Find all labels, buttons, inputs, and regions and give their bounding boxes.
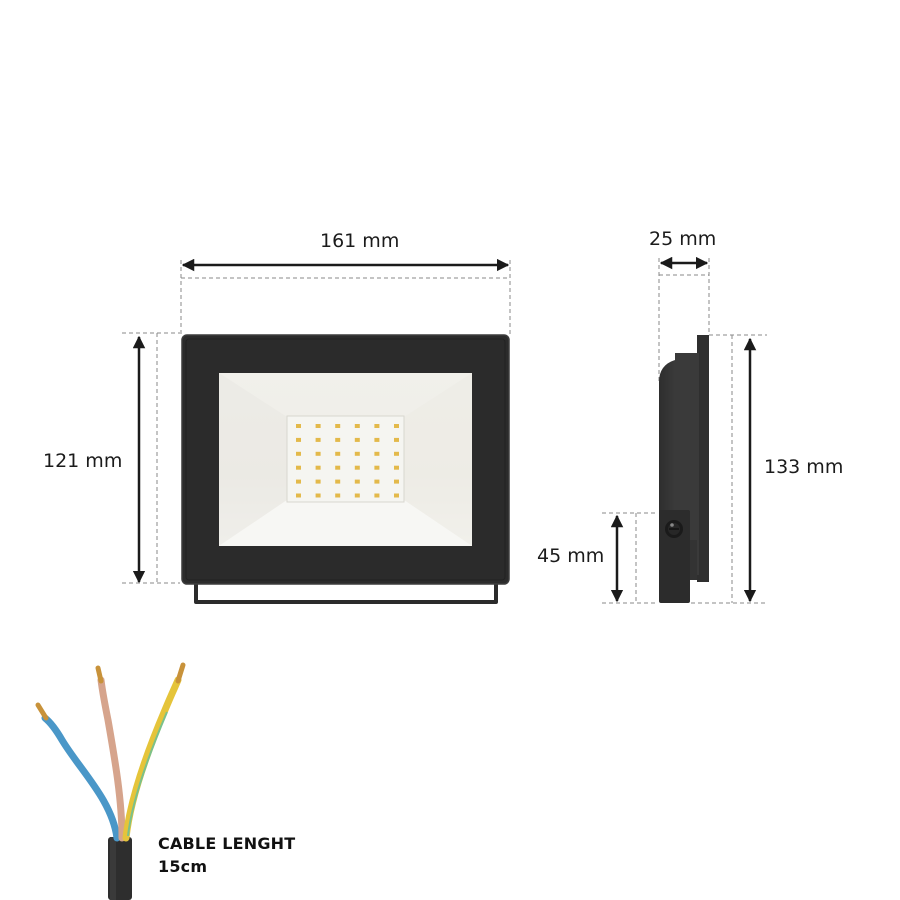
- side-height-label: 133 mm: [764, 456, 844, 478]
- wire-blue: [41, 714, 121, 842]
- led-chip: [394, 465, 399, 470]
- led-chip: [315, 424, 321, 428]
- front-height-label: 121 mm: [43, 450, 123, 472]
- led-chip: [296, 465, 301, 470]
- cable-length-title: CABLE LENGHT: [158, 834, 296, 853]
- led-chip: [354, 465, 360, 470]
- led-chip: [335, 451, 341, 456]
- led-chip: [374, 424, 380, 428]
- led-chip: [315, 493, 321, 498]
- led-chip: [335, 465, 341, 470]
- wire-yellow-green: [122, 676, 182, 842]
- led-chip: [394, 424, 399, 428]
- width-label: 161 mm: [320, 230, 400, 252]
- led-chip: [374, 451, 380, 456]
- led-chip: [296, 493, 301, 498]
- mounting-bracket: [194, 584, 498, 604]
- led-chip: [296, 424, 301, 428]
- led-chip: [354, 493, 360, 498]
- wire-brown: [97, 676, 126, 842]
- led-chip: [354, 451, 360, 456]
- led-chip: [394, 493, 399, 498]
- led-chip: [394, 437, 399, 442]
- side-height-dimension: [691, 334, 767, 604]
- led-grid: [296, 424, 399, 498]
- led-chip: [394, 479, 399, 484]
- led-chip: [354, 479, 360, 484]
- cable-length-value: 15cm: [158, 857, 208, 876]
- led-chip: [374, 465, 380, 470]
- led-chip: [335, 479, 341, 484]
- led-chip: [296, 437, 301, 442]
- led-chip: [374, 493, 380, 498]
- led-chip: [315, 451, 321, 456]
- led-chip: [354, 424, 360, 428]
- led-chip: [315, 437, 321, 442]
- side-profile: [659, 335, 709, 603]
- bracket-height-dimension: [602, 512, 658, 604]
- led-chip: [374, 479, 380, 484]
- led-chip: [315, 479, 321, 484]
- width-dimension: [180, 258, 511, 336]
- front-height-dimension: [122, 332, 180, 584]
- cable-illustration: [35, 662, 186, 900]
- led-chip: [296, 479, 301, 484]
- led-board: [286, 415, 405, 503]
- depth-label: 25 mm: [649, 228, 717, 250]
- led-chip: [354, 437, 360, 442]
- led-chip: [335, 437, 341, 442]
- led-chip: [374, 437, 380, 442]
- depth-dimension: [658, 256, 710, 382]
- led-chip: [335, 493, 341, 498]
- bracket-height-label: 45 mm: [537, 545, 605, 567]
- led-chip: [335, 424, 341, 428]
- led-chip: [394, 451, 399, 456]
- led-chip: [296, 451, 301, 456]
- led-chip: [315, 465, 321, 470]
